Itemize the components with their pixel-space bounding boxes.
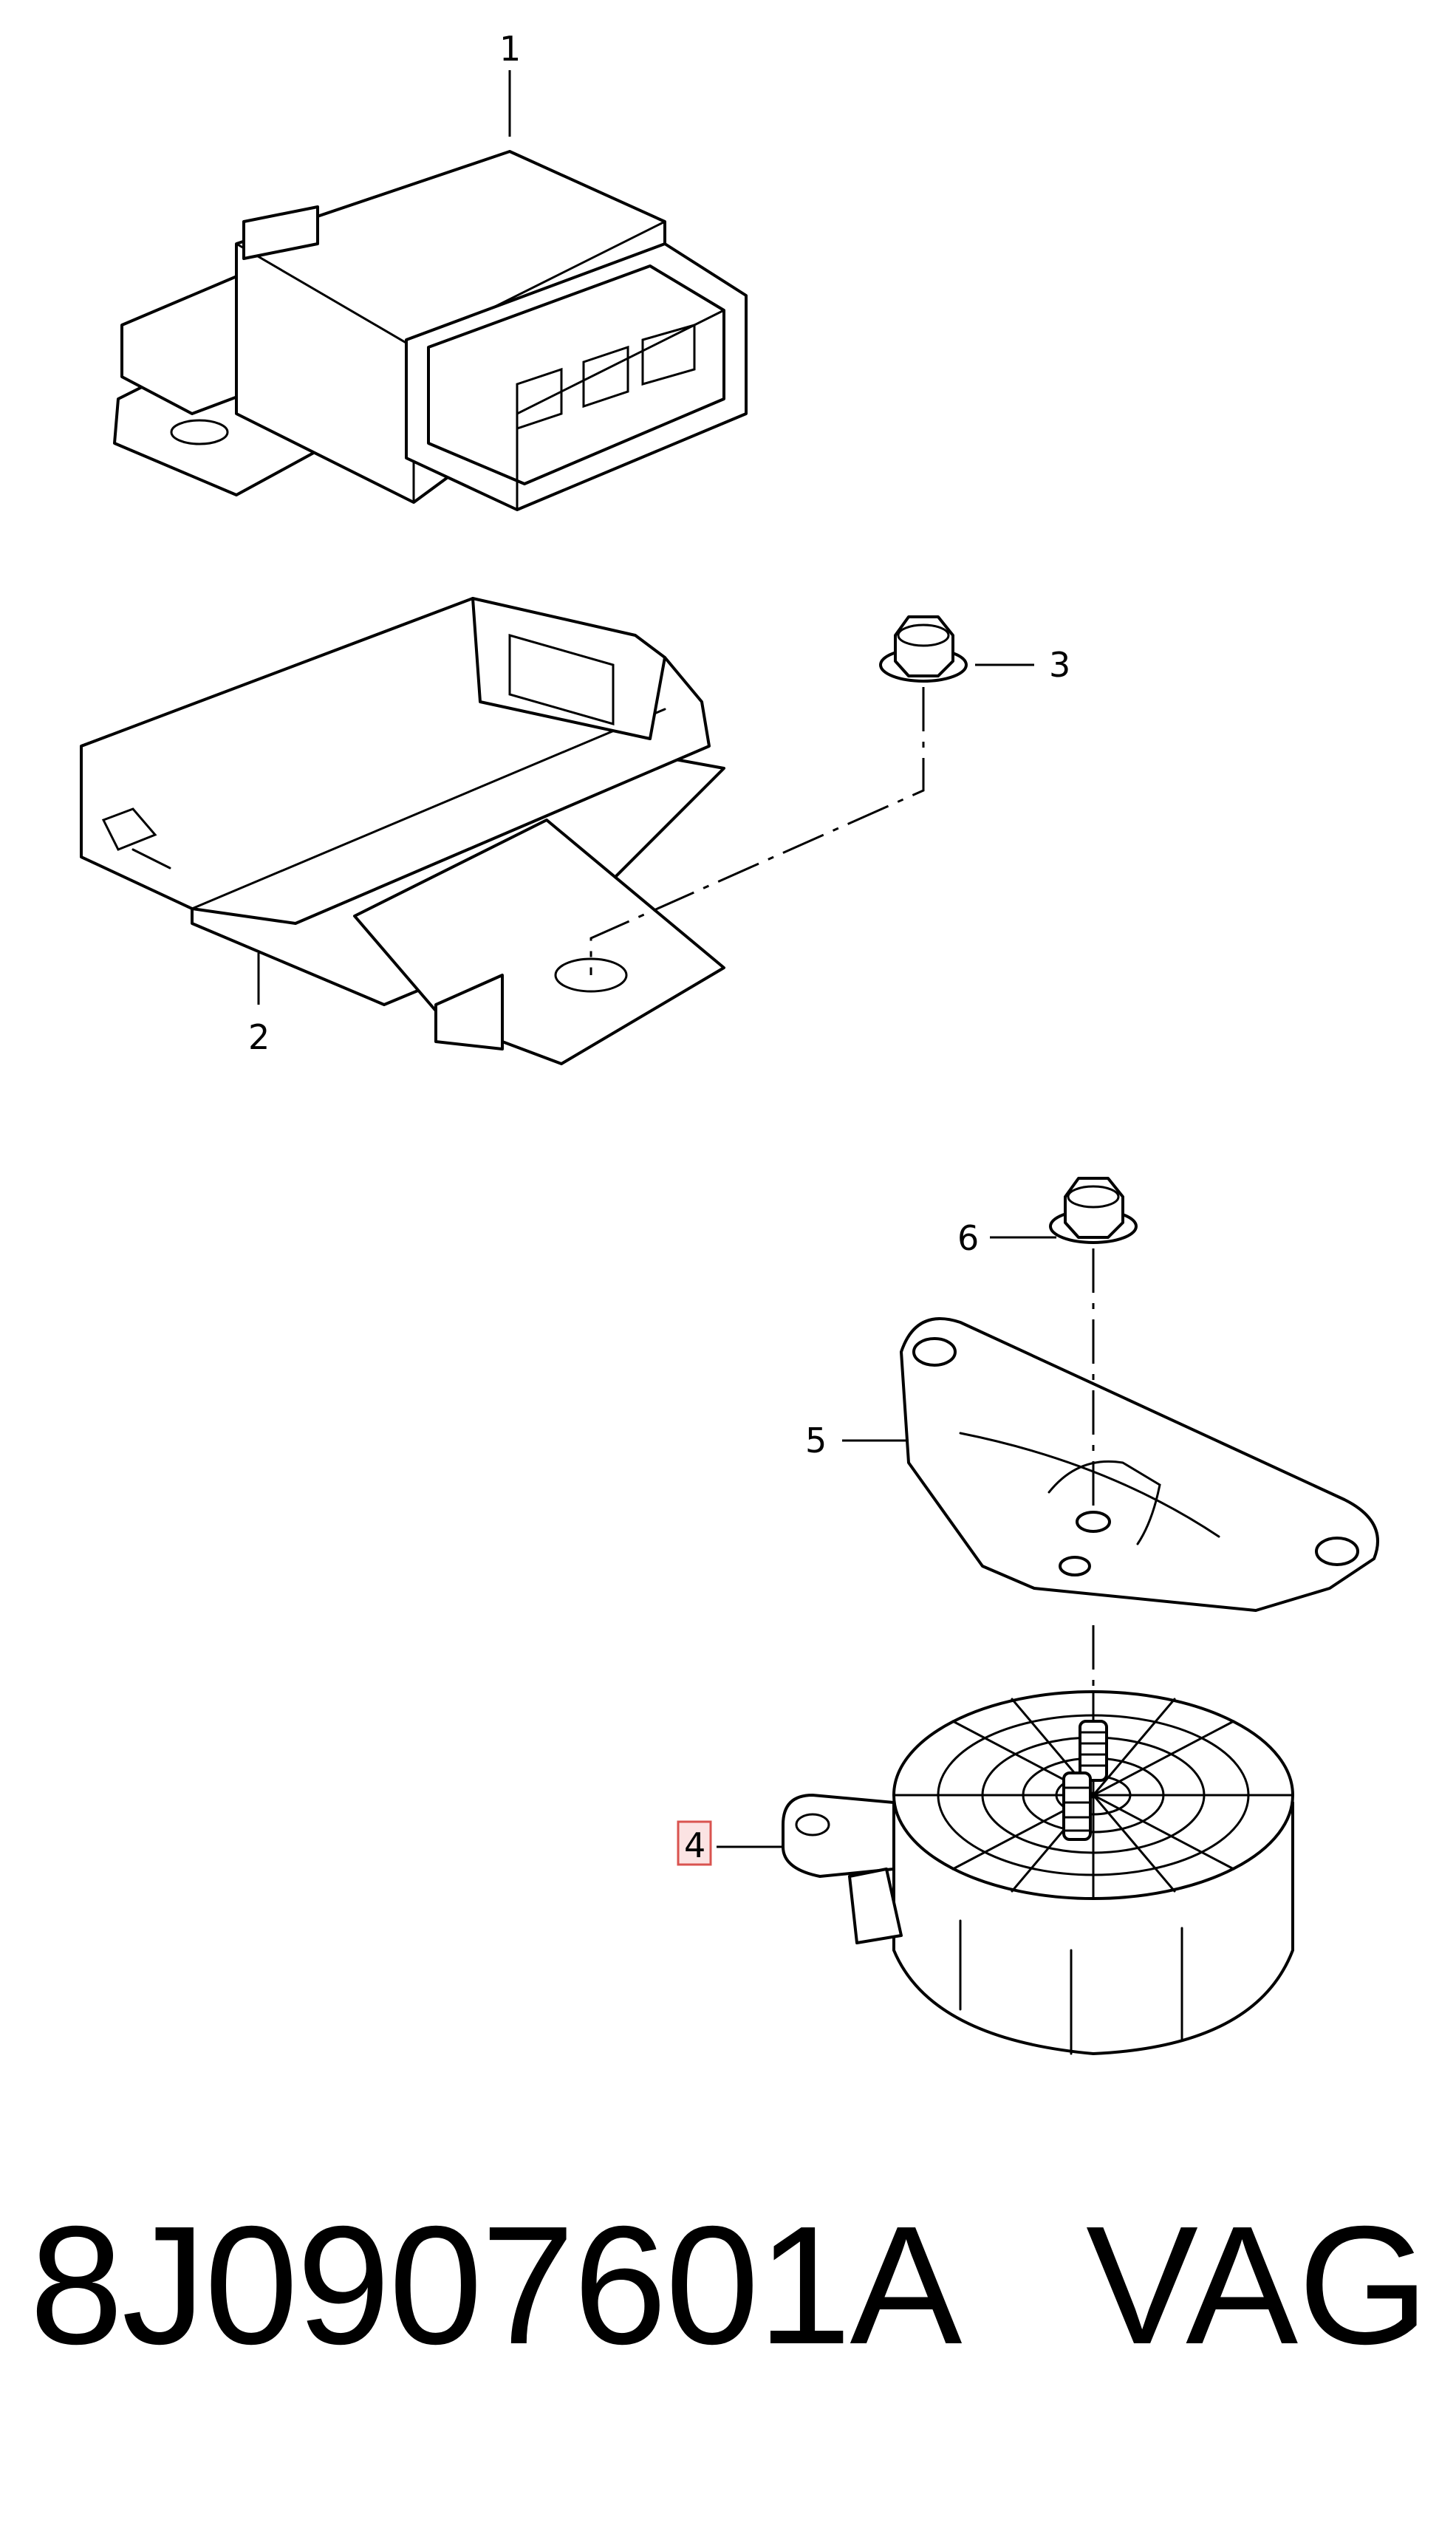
flange-nut-part-3 (879, 615, 968, 683)
brand-label: VAG (1086, 2192, 1429, 2379)
callout-4-highlight-box (677, 1820, 712, 1866)
callout-2: 2 (248, 1017, 270, 1057)
callout-5: 5 (805, 1421, 827, 1460)
mounting-plate-part-5 (900, 1317, 1379, 1612)
callout-3: 3 (1049, 645, 1070, 685)
flange-nut-part-6 (1049, 1177, 1138, 1244)
callout-1: 1 (499, 29, 521, 69)
nut-3-assembly-path (589, 687, 925, 975)
part-number-label: 8J0907601A (30, 2192, 962, 2379)
bracket-part-2 (80, 597, 725, 1065)
horn-part-4 (782, 1690, 1294, 2055)
callout-4: 4 (684, 1825, 705, 1865)
callout-6: 6 (957, 1218, 979, 1258)
control-module-part-1 (113, 150, 748, 511)
